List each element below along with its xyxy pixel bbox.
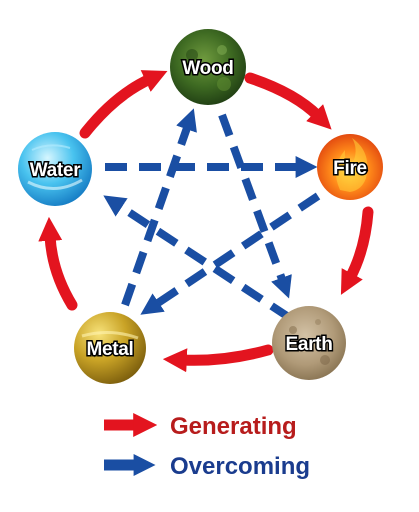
- node-earth: Earth: [272, 306, 346, 380]
- arrow-metal-to-water: [38, 216, 78, 311]
- arrow-wood-to-earth: [218, 113, 292, 299]
- arrow-water-to-wood: [79, 70, 168, 139]
- legend-item-overcoming: Overcoming: [104, 453, 310, 480]
- legend-generating-label: Generating: [170, 413, 297, 440]
- legend-item-generating: Generating: [104, 413, 297, 440]
- metal-label: Metal: [86, 339, 133, 360]
- fire-label: Fire: [333, 158, 367, 179]
- arrow-fire-to-metal: [140, 192, 321, 315]
- legend-overcoming-label: Overcoming: [170, 453, 310, 480]
- earth-label: Earth: [285, 334, 332, 355]
- node-metal: Metal: [74, 312, 146, 384]
- water-label: Water: [30, 160, 81, 181]
- node-water: Water: [18, 132, 92, 206]
- legend: Generating Overcoming: [104, 413, 310, 480]
- wood-label: Wood: [182, 58, 233, 79]
- arrow-fire-to-earth: [340, 206, 374, 295]
- node-fire: Fire: [317, 134, 383, 200]
- arrow-earth-to-metal: [162, 344, 274, 373]
- water-circle: [18, 132, 92, 206]
- metal-circle: [74, 312, 146, 384]
- arrow-wood-to-fire: [244, 72, 332, 130]
- generating-arrows: [38, 70, 374, 373]
- node-wood: Wood: [170, 29, 246, 105]
- arrow-earth-to-water: [103, 195, 293, 322]
- overcoming-arrows: [103, 108, 321, 322]
